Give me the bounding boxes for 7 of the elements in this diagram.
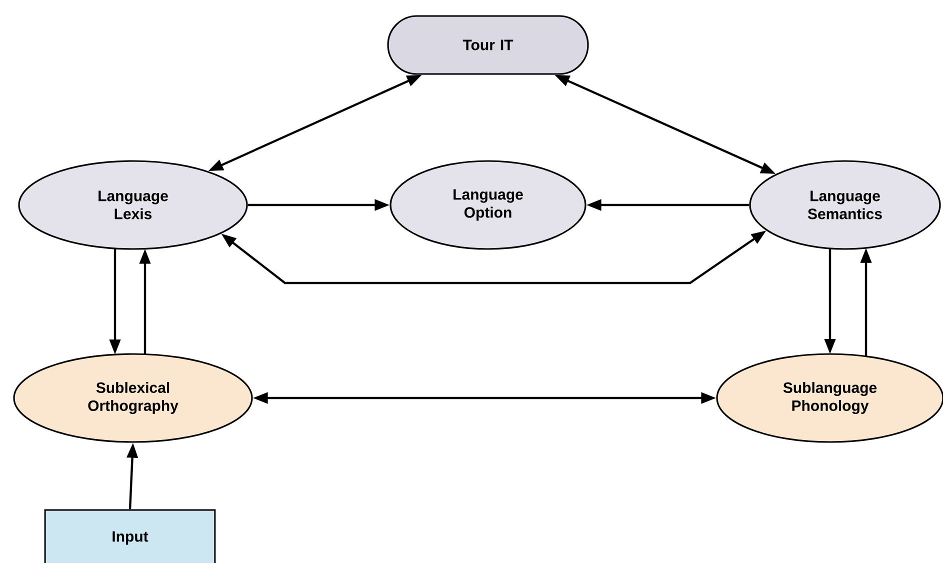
ellipse-node: Sublanguage Phonology [716, 353, 943, 443]
ellipse-node: Language Semantics [749, 160, 941, 250]
ellipse-node: Language Lexis [18, 160, 248, 250]
ellipse-node: Language Option [390, 160, 586, 250]
ellipse-node: Sublexical Orthography [13, 353, 253, 443]
rounded-box: Tour IT [387, 15, 589, 75]
input-box: Input [44, 509, 216, 563]
